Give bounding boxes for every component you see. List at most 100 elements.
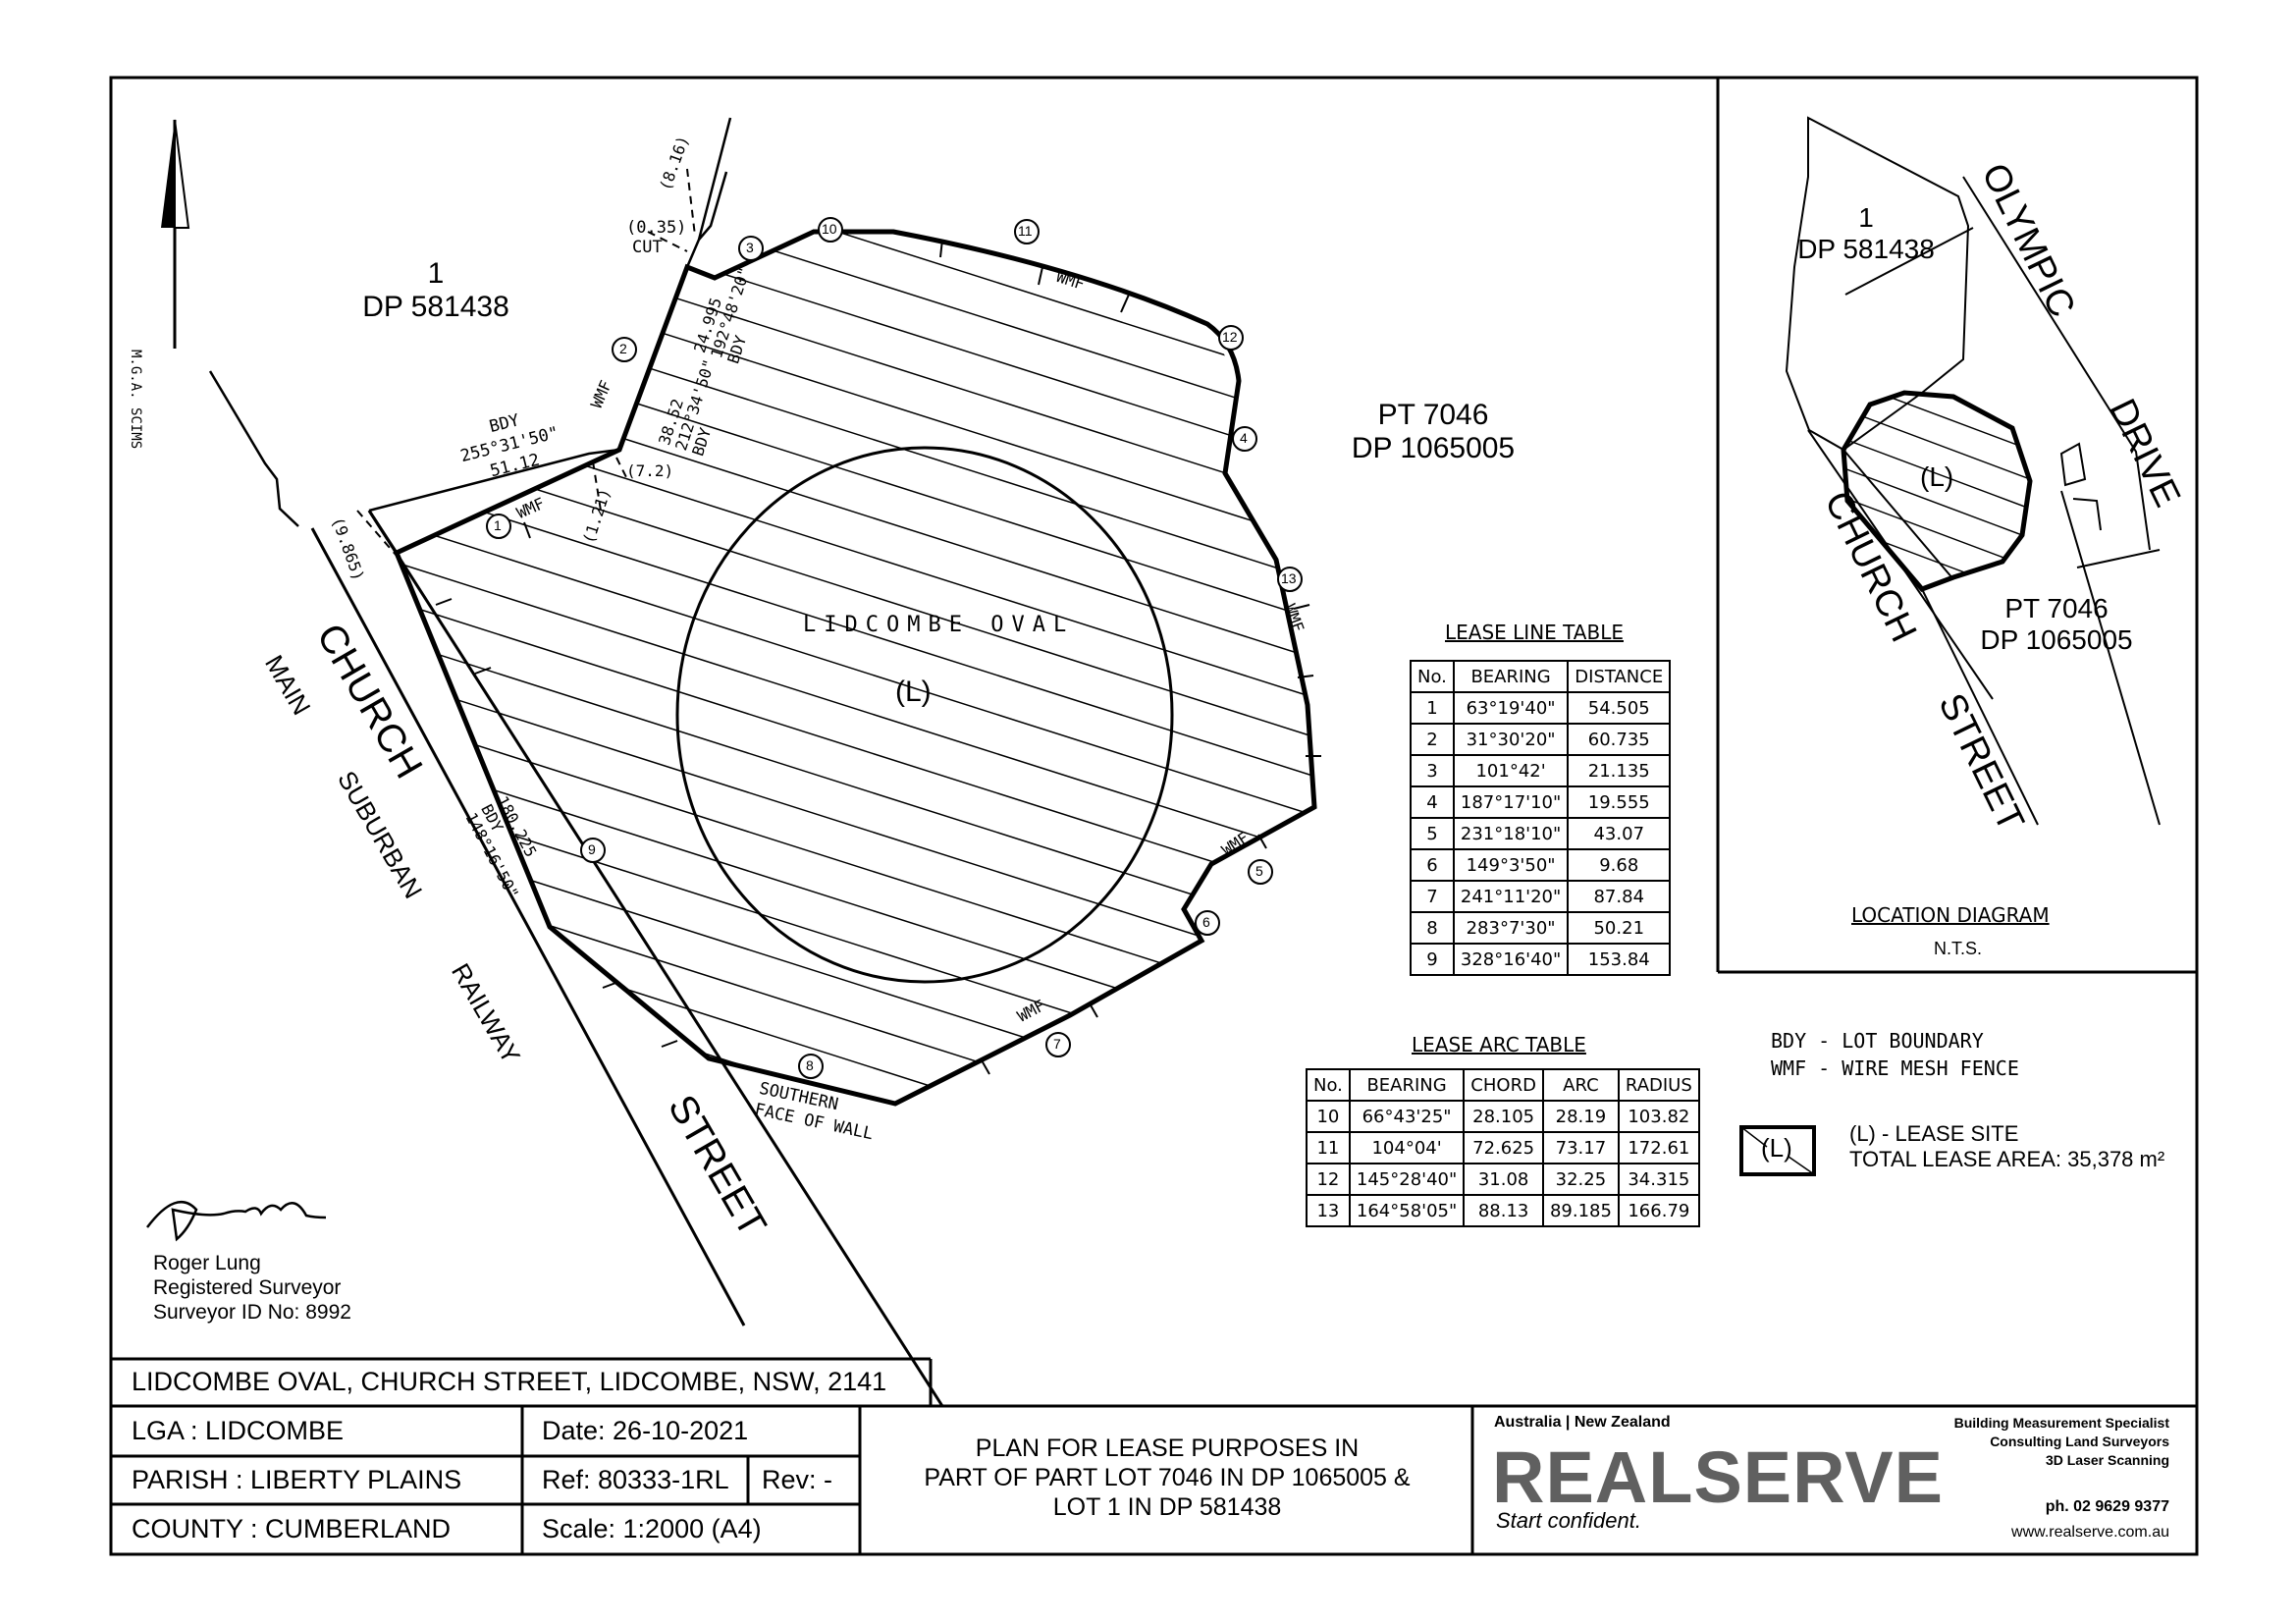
legend-bdy: BDY - LOT BOUNDARY	[1771, 1029, 1984, 1053]
cut-distance: (0.35)	[626, 218, 687, 238]
legend-lease-site: (L) - LEASE SITE	[1849, 1121, 2019, 1146]
table-cell: 328°16'40"	[1452, 943, 1570, 976]
table-cell: 66°43'25"	[1348, 1100, 1466, 1133]
lease-boundary	[393, 229, 1317, 1107]
table-cell: 87.84	[1567, 880, 1672, 913]
table-cell: 3	[1410, 754, 1455, 787]
table-cell: 149°3'50"	[1452, 848, 1570, 882]
table-cell: 101°42'	[1452, 754, 1570, 787]
lat-header: No.	[1306, 1068, 1351, 1102]
point-markers	[486, 217, 1303, 1079]
rev-text: Rev: -	[762, 1465, 833, 1494]
table-cell: 6	[1410, 848, 1455, 882]
table-cell: 89.185	[1541, 1194, 1620, 1227]
table-cell: 283°7'30"	[1452, 911, 1570, 945]
table-cell: 54.505	[1567, 691, 1672, 725]
table-cell: 34.315	[1617, 1163, 1700, 1196]
table-cell: 60.735	[1567, 723, 1672, 756]
surveyor-title: Registered Surveyor	[153, 1276, 342, 1299]
point-6: 6	[1202, 914, 1210, 930]
drawing-frame	[109, 76, 2199, 1556]
table-cell: 5	[1410, 817, 1455, 850]
offset-72: (7.2)	[626, 461, 674, 480]
point-12: 12	[1222, 329, 1238, 345]
lease-arc-table-title: LEASE ARC TABLE	[1412, 1033, 1586, 1056]
title-block-grid	[111, 1357, 2197, 1554]
table-cell: 145°28'40"	[1348, 1163, 1466, 1196]
company-service-2: Consulting Land Surveyors	[1990, 1434, 2169, 1449]
table-cell: 28.19	[1541, 1100, 1620, 1133]
table-cell: 19.555	[1567, 785, 1672, 819]
lease-line-table-title: LEASE LINE TABLE	[1445, 621, 1624, 644]
location-diagram-title: LOCATION DIAGRAM	[1851, 903, 2050, 927]
oval-track	[675, 446, 1174, 984]
table-cell: 231°18'10"	[1452, 817, 1570, 850]
pt-7046-dp: DP 1065005	[1351, 432, 1516, 464]
scale-text: Scale: 1:2000 (A4)	[542, 1514, 762, 1543]
company-service-1: Building Measurement Specialist	[1953, 1415, 2169, 1431]
lease-symbol: (L)	[895, 676, 932, 708]
location-diagram	[1785, 116, 2161, 826]
church-street-road	[310, 510, 944, 1407]
county-text: COUNTY : CUMBERLAND	[132, 1514, 452, 1543]
north-label: M.G.A. SCIMS	[128, 350, 143, 450]
table-cell: 166.79	[1617, 1194, 1700, 1227]
surveyor-id: Surveyor ID No: 8992	[153, 1301, 351, 1324]
date-text: Date: 26-10-2021	[542, 1416, 749, 1445]
loc-lease-symbol: (L)	[1920, 461, 1954, 492]
table-cell: 103.82	[1617, 1100, 1700, 1133]
pt-7046-number: PT 7046	[1377, 399, 1489, 431]
loc-lot1-number: 1	[1858, 202, 1874, 233]
table-cell: 241°11'20"	[1452, 880, 1570, 913]
llt-header: No.	[1410, 660, 1455, 693]
company-region: Australia | New Zealand	[1494, 1414, 1671, 1431]
lat-header: RADIUS	[1617, 1068, 1700, 1102]
table-cell: 28.105	[1463, 1100, 1544, 1133]
lease-site-legend-icon	[1739, 1125, 1816, 1176]
table-cell: 8	[1410, 911, 1455, 945]
ref-text: Ref: 80333-1RL	[542, 1465, 729, 1494]
plan-title-line-1: PLAN FOR LEASE PURPOSES IN	[975, 1435, 1360, 1462]
surveyor-block: Roger Lung Registered Surveyor Surveyor …	[153, 1251, 351, 1325]
point-10: 10	[822, 221, 837, 237]
company-service-3: 3D Laser Scanning	[2045, 1452, 2169, 1468]
oval-label: LIDCOMBE OVAL	[803, 613, 1075, 637]
point-11: 11	[1018, 223, 1033, 239]
table-cell: 63°19'40"	[1452, 691, 1570, 725]
pt-7046-label: PT 7046 DP 1065005	[1335, 399, 1531, 465]
lot-1-number: 1	[427, 257, 445, 290]
lat-header: BEARING	[1348, 1068, 1466, 1102]
lease-hatch	[397, 232, 1314, 1104]
address-text: LIDCOMBE OVAL, CHURCH STREET, LIDCOMBE, …	[132, 1367, 887, 1396]
table-cell: 72.625	[1463, 1131, 1544, 1164]
point-8: 8	[806, 1057, 814, 1073]
loc-lot1-dp: DP 581438	[1797, 234, 1935, 264]
loc-lot1-label: 1 DP 581438	[1792, 202, 1940, 265]
cut-text: CUT	[632, 238, 663, 257]
company-services: Building Measurement Specialist Consulti…	[1904, 1414, 2169, 1470]
point-2: 2	[619, 341, 627, 356]
table-cell: 11	[1306, 1131, 1351, 1164]
table-cell: 88.13	[1463, 1194, 1544, 1227]
table-cell: 164°58'05"	[1348, 1194, 1466, 1227]
north-arrow-icon	[161, 119, 190, 349]
cut-annotation: (0.35) CUT	[626, 218, 686, 257]
point-13: 13	[1281, 570, 1297, 586]
company-phone: ph. 02 9629 9377	[2045, 1498, 2169, 1515]
company-web: www.realserve.com.au	[2011, 1524, 2169, 1541]
table-cell: 9	[1410, 943, 1455, 976]
llt-header: DISTANCE	[1567, 660, 1672, 693]
point-5: 5	[1255, 863, 1263, 879]
parish-text: PARISH : LIBERTY PLAINS	[132, 1465, 462, 1494]
lot-1-dp: DP 581438	[362, 291, 509, 323]
